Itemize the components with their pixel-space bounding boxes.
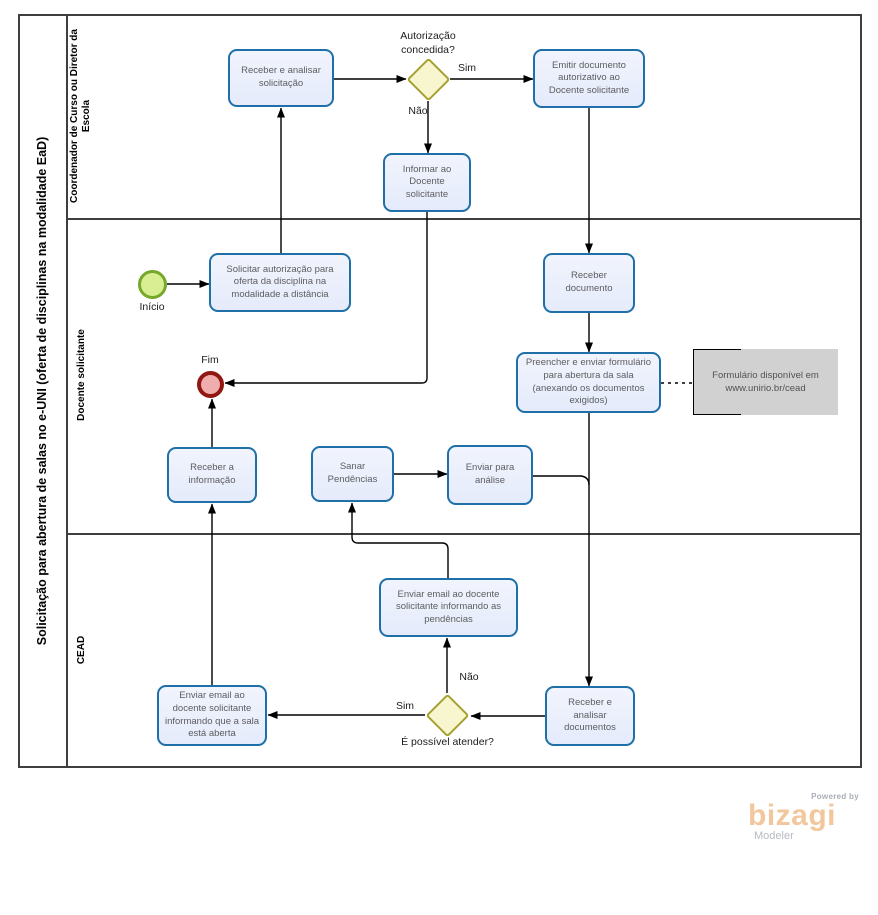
lane-label-cead: CEAD: [75, 635, 87, 665]
task-emitir-documento: Emitir documento autorizativo ao Docente…: [533, 49, 645, 108]
task-enviar-email-sala-aberta: Enviar email ao docente solicitante info…: [157, 685, 267, 746]
powered-by-label: Powered by: [811, 792, 859, 801]
lane-divider: [68, 218, 860, 220]
lane-label-docente: Docente solicitante: [75, 329, 87, 421]
bizagi-branding: Powered by bizagi Modeler: [748, 792, 862, 842]
bizagi-logo: bizagi: [748, 799, 837, 832]
task-receber-analisar-solicitacao: Receber e analisar solicitação: [228, 49, 334, 107]
flow-label-nao: Não: [459, 671, 479, 683]
modeler-label: Modeler: [754, 830, 794, 842]
task-receber-analisar-documentos: Receber e analisar documentos: [545, 686, 635, 746]
flow-label-sim: Sim: [457, 62, 477, 74]
start-event: [138, 270, 167, 299]
task-informar-docente: Informar ao Docente solicitante: [383, 153, 471, 212]
pool-title: Solicitação para abertura de salas no e-…: [35, 136, 49, 646]
process-pool: [18, 14, 862, 768]
text-annotation: Formulário disponível em www.unirio.br/c…: [693, 349, 838, 415]
task-sanar-pendencias: Sanar Pendências: [311, 446, 394, 502]
annotation-text: Formulário disponível em www.unirio.br/c…: [712, 369, 819, 394]
task-solicitar-autorizacao: Solicitar autorização para oferta da dis…: [209, 253, 351, 312]
lane-divider: [68, 533, 860, 535]
pool-title-column: [20, 16, 68, 766]
task-receber-documento: Receber documento: [543, 253, 635, 313]
task-receber-informacao: Receber a informação: [167, 447, 257, 503]
flow-label-sim: Sim: [395, 700, 415, 712]
task-enviar-para-analise: Enviar para análise: [447, 445, 533, 505]
gateway-authorization-label: Autorização concedida?: [400, 30, 456, 57]
annotation-bracket: [693, 349, 741, 415]
end-event: [197, 371, 224, 398]
start-event-label: Início: [139, 301, 165, 313]
task-preencher-enviar-formulario: Preencher e enviar formulário para abert…: [516, 352, 661, 413]
task-enviar-email-pendencias: Enviar email ao docente solicitante info…: [379, 578, 518, 637]
end-event-label: Fim: [201, 354, 219, 366]
flow-label-nao: Não: [408, 105, 428, 117]
lane-label-coordenador: Coordenador de Curso ou Diretor da Escol…: [68, 29, 93, 203]
gateway-attend-label: É possível atender?: [401, 736, 494, 748]
